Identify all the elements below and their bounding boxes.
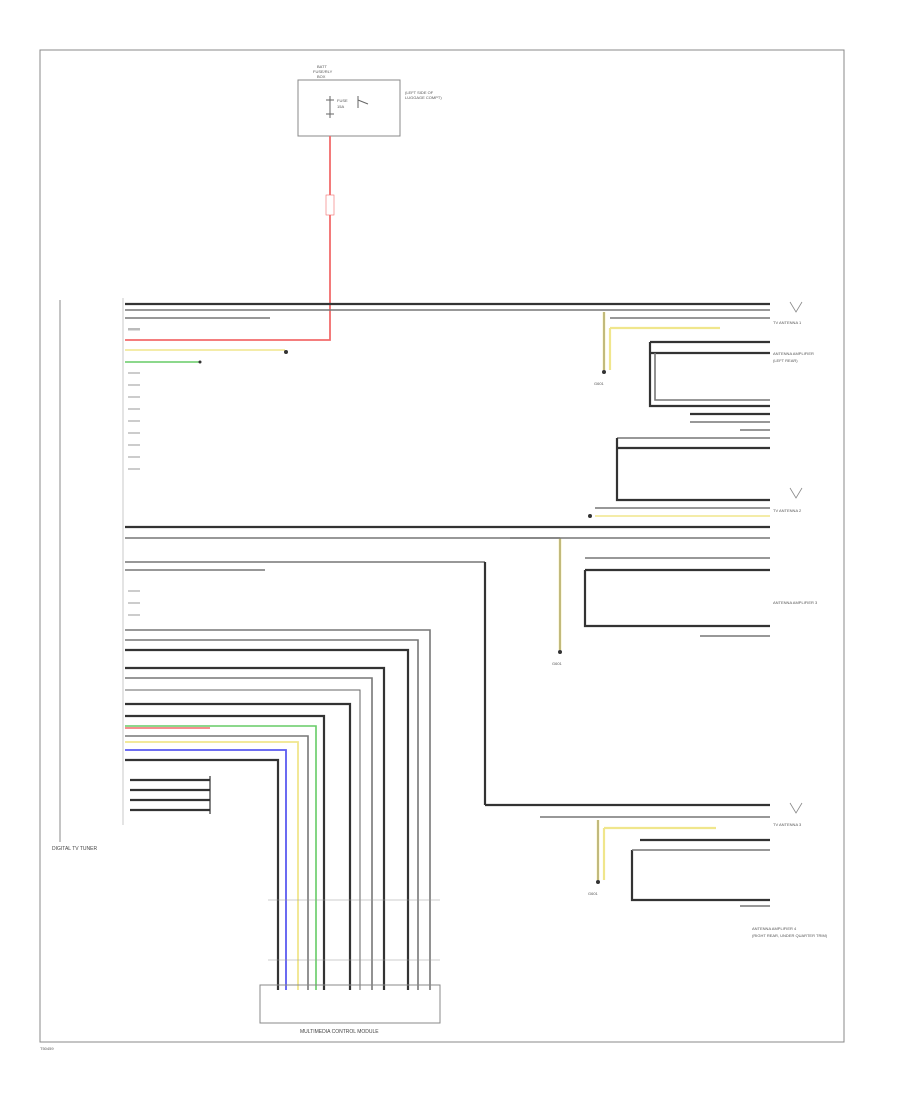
tv-antenna-1-circuit: G601 TV ANTENNA 1 ANTENNA AMPLIFIER (LEF… <box>594 301 814 423</box>
top-bus <box>125 302 770 319</box>
fuse-box-title-2: FUSE/RLY <box>313 69 333 74</box>
multimedia-module-label: MULTIMEDIA CONTROL MODULE <box>300 1029 379 1035</box>
ground-label-1: G601 <box>594 381 605 386</box>
ground-label-3: G601 <box>588 891 599 896</box>
tv-antenna-3-label: TV ANTENNA 3 <box>773 822 802 827</box>
fuse-box-title-1: BATT <box>317 64 327 69</box>
tv-antenna-1-label: TV ANTENNA 1 <box>773 320 802 325</box>
digital-tv-tuner-label: DIGITAL TV TUNER <box>52 846 97 852</box>
fuse-box-note-2: LUGGAGE COMPT) <box>405 95 442 100</box>
antenna-amplifier-4-label: ANTENNA AMPLIFIER 4 <box>752 926 797 931</box>
fuse-label: FUSE <box>337 98 348 103</box>
tv-antenna-3-circuit: G601 TV ANTENNA 3 ANTENNA AMPLIFIER 4 (R… <box>540 802 828 938</box>
tuner-ground-pins <box>130 776 211 814</box>
diagram-frame <box>39 49 845 1043</box>
middle-bus <box>125 525 770 807</box>
antenna-amplifier-4-detail: (RIGHT REAR, UNDER QUARTER TRIM) <box>752 933 828 938</box>
diagram-code: T50459 <box>40 1046 54 1051</box>
multimedia-wire-bundle <box>125 629 431 990</box>
fuse-box-note-1: (LEFT SIDE OF <box>405 90 434 95</box>
top-connector-pins <box>128 328 140 470</box>
antenna-amplifier-label: ANTENNA AMPLIFIER <box>773 351 814 356</box>
antenna-amplifier-3-label: ANTENNA AMPLIFIER 3 <box>773 600 818 605</box>
multimedia-control-module <box>259 984 441 1024</box>
antenna-amplifier-3-circuit: G601 ANTENNA AMPLIFIER 3 <box>510 537 818 666</box>
tv-antenna-2-label: TV ANTENNA 2 <box>773 508 802 513</box>
fuse-box-title-3: BOX <box>317 74 326 79</box>
ground-label-2: G601 <box>552 661 563 666</box>
tv-antenna-2-circuit: TV ANTENNA 2 <box>588 429 803 518</box>
fuse-rating: 15A <box>337 104 344 109</box>
lower-connector-pins <box>128 590 140 616</box>
fuse-relay-box: BATT FUSE/RLY BOX FUSE 15A (LEFT SIDE OF… <box>297 64 442 137</box>
antenna-amplifier-detail: (LEFT REAR) <box>773 358 798 363</box>
